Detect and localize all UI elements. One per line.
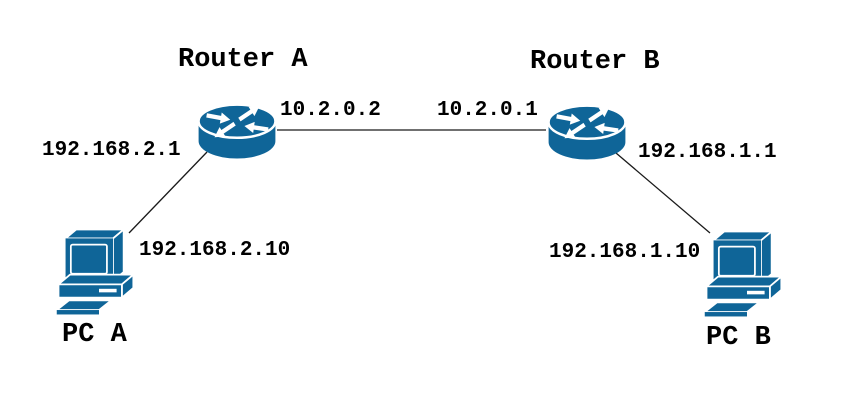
ip-label-pc-a: 192.168.2.10 <box>139 239 291 262</box>
router-arrows-icon <box>556 107 619 139</box>
ip-label-router-b-lan: 192.168.1.1 <box>638 141 777 164</box>
ip-label-router-a-lan: 192.168.2.1 <box>42 139 181 162</box>
router-b-icon <box>547 104 627 160</box>
link-router-b-pc-b <box>615 152 711 234</box>
ip-label-router-a-link: 10.2.0.2 <box>280 99 381 122</box>
pc-a-title: PC A <box>62 320 127 350</box>
link-router-a-pc-a <box>128 151 208 234</box>
pc-b-title: PC B <box>706 323 771 353</box>
router-arrows-icon <box>206 106 269 138</box>
ip-label-pc-b: 192.168.1.10 <box>549 241 701 264</box>
pc-b-icon <box>703 230 783 317</box>
router-a-icon <box>197 103 277 159</box>
router-b-title: Router B <box>530 47 660 77</box>
router-a-title: Router A <box>178 45 308 75</box>
pc-a-icon <box>55 228 135 315</box>
ip-label-router-b-link: 10.2.0.1 <box>437 99 538 122</box>
